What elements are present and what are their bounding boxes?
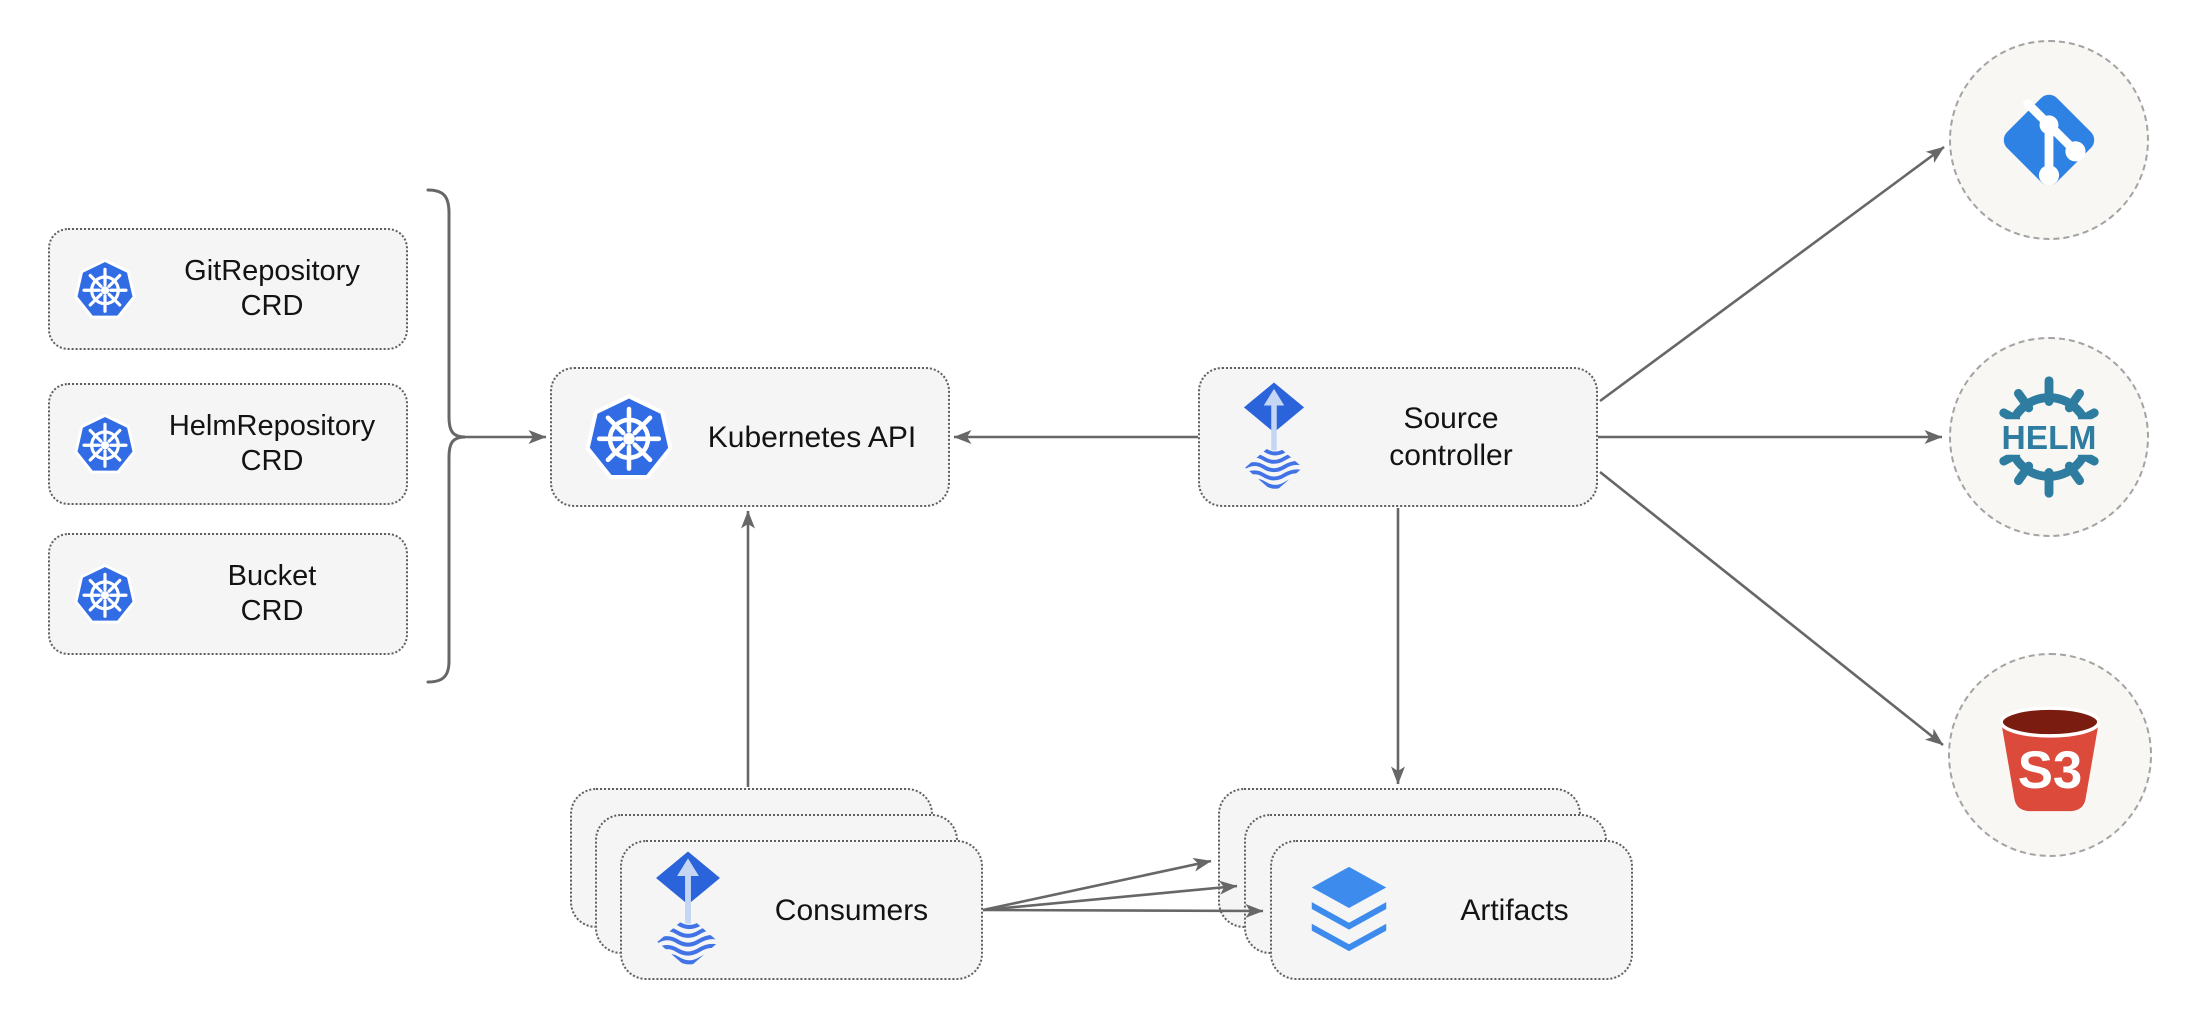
node-helmrepository-crd: HelmRepository CRD <box>48 383 408 505</box>
edge-consumers-to-artifacts-1 <box>982 857 1212 912</box>
node-label: Kubernetes API <box>707 420 917 454</box>
node-label: HelmRepository CRD <box>168 410 376 477</box>
flux-icon <box>654 850 722 970</box>
node-git-remote <box>1949 40 2149 240</box>
s3-bucket-icon: S3 <box>1999 706 2101 812</box>
node-kubernetes-api: Kubernetes API <box>550 367 950 507</box>
git-logo-icon <box>1986 77 2112 203</box>
edge-consumers-to-artifacts-2 <box>982 880 1238 912</box>
node-gitrepository-crd: GitRepository CRD <box>48 228 408 350</box>
layers-icon <box>1300 861 1398 959</box>
kubernetes-icon <box>72 561 138 627</box>
node-bucket-crd: Bucket CRD <box>48 533 408 655</box>
node-label: Source controller <box>1389 402 1513 472</box>
edge-source-to-git <box>1599 145 1945 403</box>
node-label: Bucket CRD <box>227 560 317 627</box>
node-s3-bucket: S3 <box>1948 653 2152 857</box>
kubernetes-icon <box>582 390 676 484</box>
helm-logo-icon: HELM <box>1995 376 2103 498</box>
crd-group-bracket <box>426 188 466 684</box>
kubernetes-icon <box>72 411 138 477</box>
flux-icon <box>1242 381 1306 494</box>
helm-wordmark: HELM <box>2002 420 2097 457</box>
node-helm-repository: HELM <box>1949 337 2149 537</box>
node-label: Consumers <box>774 893 929 927</box>
node-consumers: Consumers <box>620 840 983 980</box>
kubernetes-icon <box>72 256 138 322</box>
node-label: Artifacts <box>1460 893 1569 927</box>
s3-wordmark: S3 <box>2018 741 2083 800</box>
edge-source-to-s3 <box>1599 470 1944 747</box>
node-source-controller: Source controller <box>1198 367 1598 507</box>
node-label: GitRepository CRD <box>184 255 360 322</box>
node-artifacts: Artifacts <box>1270 840 1633 980</box>
